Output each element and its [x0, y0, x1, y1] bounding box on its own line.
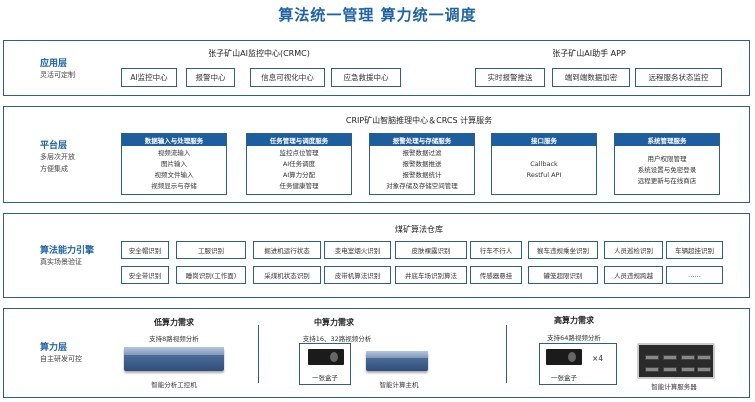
tier-desc: 支持64路视频分析	[547, 334, 601, 342]
device-name: 智能分析工控机	[151, 381, 197, 389]
service-item: 报警数据过滤	[402, 149, 442, 157]
compute-server-image	[637, 343, 715, 379]
box-label: 一张盒子	[312, 374, 338, 382]
service-card-body: 监控点位管理 AI任务调度 AI算力分配任务健康管理	[247, 146, 351, 194]
box-label: 一张盒子	[551, 374, 577, 382]
algorithm-item: 人员违规跨越	[604, 266, 663, 284]
app-item: 远程服务状态监控	[635, 68, 722, 87]
box-callout: ×4	[539, 343, 617, 385]
layer-name: 算力层	[40, 343, 68, 353]
algorithm-item: 人员巡检识别	[604, 241, 663, 259]
service-item: AI任务调度	[282, 160, 316, 168]
service-card-body: 视频流输入图片输入视频文件输入视频显示与存储	[122, 146, 226, 194]
service-item: 视频流输入	[157, 149, 191, 157]
service-item: 任务健康管理	[279, 182, 319, 190]
service-item: 对象存储及存储空间管理	[386, 182, 458, 190]
algorithm-layer-panel: 算法能力引擎 真实场景验证 煤矿算法仓库 安全帽识别工服识别掘进机运行状态变电室…	[3, 213, 750, 298]
service-card-title: 系统管理服务	[615, 134, 719, 146]
algorithm-item: ……	[666, 266, 723, 284]
layer-name: 应用层	[40, 59, 68, 69]
industrial-pc-image	[124, 347, 224, 371]
algorithm-item: 变电室烟火识别	[324, 241, 391, 259]
service-item: Restful API	[526, 171, 562, 179]
algorithm-item: 皮带机算法识别	[324, 266, 391, 284]
service-card-title: 报警处理与存储服务	[370, 134, 474, 146]
service-item: 监控点位管理	[279, 149, 319, 157]
ai-box-image	[308, 349, 344, 365]
service-card-body: 用户权限管理系统设置与免密登录远程更新与在线商店	[615, 146, 719, 194]
crmc-title: 张子矿山AI监控中心(CRMC)	[208, 49, 310, 58]
compute-layer-panel: 算力层 自主研发可控 低算力需求 支持8路视频分析 智能分析工控机 中算力需求 …	[3, 308, 750, 398]
layer-subtitle: 自主研发可控	[40, 355, 82, 363]
service-item: 系统设置与免密登录	[637, 165, 697, 174]
algorithm-item: 传感器悬挂	[470, 266, 522, 284]
service-item: 用户权限管理	[647, 154, 687, 163]
algorithm-item: 猴车违规乘坐识别	[528, 241, 598, 259]
service-card: 任务管理与调度服务监控点位管理 AI任务调度 AI算力分配任务健康管理	[246, 133, 352, 195]
algorithm-item: 掘进机运行状态	[253, 241, 321, 259]
app-title: 张子矿山AI助手 APP	[552, 49, 626, 58]
service-item: AI算力分配	[282, 171, 316, 179]
platform-title: CRIP矿山智脑推理中心＆CRCS 计算服务	[345, 116, 493, 125]
tier-desc: 支持8路视频分析	[149, 335, 199, 343]
compute-host-image	[366, 351, 428, 371]
app-item: 端到端数据加密	[552, 68, 630, 87]
layer-subtitle: 真实场景验证	[40, 258, 82, 266]
layer-name: 算法能力引擎	[40, 246, 95, 256]
tier-title: 高算力需求	[554, 316, 594, 325]
service-card: 系统管理服务用户权限管理系统设置与免密登录远程更新与在线商店	[614, 133, 720, 195]
algorithm-item: 安全帽识别	[121, 241, 169, 259]
layer-subtitle: 灵活可定制	[40, 71, 75, 79]
divider	[258, 325, 259, 383]
tier-title: 中算力需求	[314, 318, 354, 327]
layer-subtitle: 多层次开放	[40, 153, 75, 161]
service-item: 视频文件输入	[154, 171, 194, 179]
app-item: 应急救援中心	[331, 68, 401, 87]
tier-desc: 支持16、32路视频分析	[302, 335, 372, 343]
algorithm-item: 井底车场识别算法	[395, 266, 467, 284]
platform-layer-panel: 平台层 多层次开放 方便集成 CRIP矿山智脑推理中心＆CRCS 计算服务 数据…	[3, 106, 750, 203]
algorithm-item: 行车不行人	[470, 241, 522, 259]
tier-title: 低算力需求	[154, 318, 194, 327]
layer-subtitle: 方便集成	[40, 165, 68, 173]
divider	[506, 325, 507, 383]
app-item: 实时报警推送	[475, 68, 545, 87]
multiplier: ×4	[592, 354, 604, 363]
service-item: 报警数据推送	[402, 160, 442, 168]
service-card: 数据输入与处理服务视频流输入图片输入视频文件输入视频显示与存储	[121, 133, 227, 195]
ai-box-image	[546, 349, 582, 365]
app-item: AI监控中心	[121, 68, 177, 87]
algorithm-item: 安全带识别	[121, 266, 169, 284]
algorithm-item: 车辆超挂识别	[666, 241, 723, 259]
service-item: 报警数据统计	[402, 171, 442, 179]
algorithm-item: 罐笼超限识别	[528, 266, 598, 284]
service-card-title: 接口服务	[492, 134, 596, 146]
service-item: 视频显示与存储	[151, 182, 197, 190]
service-card: 报警处理与存储服务报警数据过滤报警数据推送报警数据统计对象存储及存储空间管理	[369, 133, 475, 195]
service-card-title: 数据输入与处理服务	[122, 134, 226, 146]
algorithm-item: 工服识别	[176, 241, 246, 259]
algorithm-item: 采煤机状态识别	[253, 266, 321, 284]
service-card-title: 任务管理与调度服务	[247, 134, 351, 146]
app-item: 报警中心	[186, 68, 235, 87]
service-item: 远程更新与在线商店	[637, 176, 697, 185]
device-name: 智能计算服务器	[651, 383, 697, 391]
service-card-body: 报警数据过滤报警数据推送报警数据统计对象存储及存储空间管理	[370, 146, 474, 194]
app-layer-panel: 应用层 灵活可定制 张子矿山AI监控中心(CRMC) 张子矿山AI助手 APP …	[3, 40, 750, 96]
algorithm-item: 皮肤裸露识别	[395, 241, 467, 259]
layer-name: 平台层	[40, 141, 68, 151]
algorithm-item: 睡岗识别(工作面)	[176, 266, 246, 284]
app-item: 信息可视化中心	[250, 68, 325, 87]
device-name: 智能计算主机	[379, 381, 419, 389]
service-item: 图片输入	[161, 160, 187, 168]
service-item: Callback	[530, 160, 558, 168]
box-callout	[299, 343, 351, 385]
algorithm-title: 煤矿算法仓库	[395, 225, 443, 234]
page-title: 算法统一管理 算力统一调度	[278, 6, 477, 24]
